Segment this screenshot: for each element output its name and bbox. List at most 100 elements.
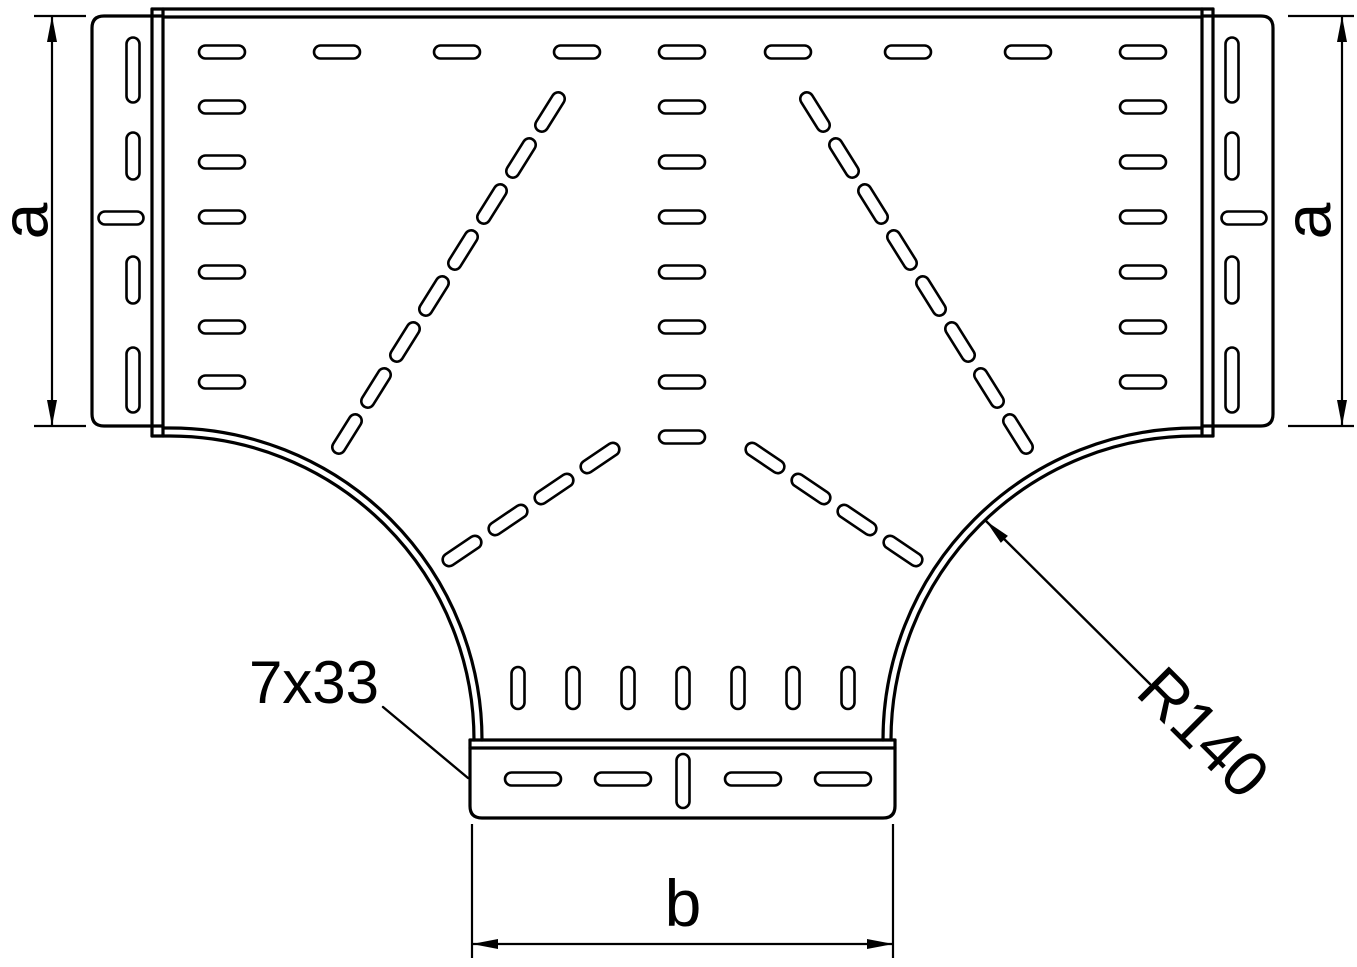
- right-end-flange: [1200, 14, 1275, 428]
- left-end-flange: [90, 14, 165, 428]
- perforation-slot: [798, 91, 832, 133]
- perforation-slot: [446, 229, 480, 271]
- perforation-slot: [840, 665, 856, 711]
- perforation-slot: [197, 44, 247, 60]
- perforation-slot: [125, 36, 141, 104]
- callout-slot-spec: 7x33: [249, 649, 470, 780]
- perforation-slot: [125, 346, 141, 414]
- perforation-slot: [763, 44, 813, 60]
- perforation-slot: [552, 44, 602, 60]
- perforation-slot: [487, 503, 529, 537]
- perforation-slot: [790, 472, 832, 506]
- perforation-slot: [675, 752, 691, 810]
- perforation-slot: [972, 367, 1006, 409]
- dim-label-b: b: [665, 866, 702, 940]
- perforation-slot: [1118, 209, 1168, 225]
- arrowhead-down: [1337, 400, 1347, 426]
- perforation-slot: [836, 503, 878, 537]
- perforation-slot: [914, 275, 948, 317]
- perforation-slot: [943, 321, 977, 363]
- arrowhead-radius: [986, 521, 1008, 543]
- leader-line: [381, 705, 470, 780]
- perforation-slot: [657, 319, 707, 335]
- arrowhead-left: [472, 939, 498, 949]
- perforation-slot: [1001, 413, 1035, 455]
- perforation-slot: [856, 183, 890, 225]
- perforation-slot: [723, 771, 783, 787]
- perforation-slot: [579, 441, 621, 475]
- perforation-slot: [441, 534, 483, 568]
- perforation-slot: [1118, 154, 1168, 170]
- callout-radius: R140: [984, 519, 1283, 812]
- perforation-slot: [883, 44, 933, 60]
- perforation-slot: [565, 665, 581, 711]
- perforation-slot: [1224, 255, 1240, 305]
- perforation-slot: [1003, 44, 1053, 60]
- perforation-slot: [197, 374, 247, 390]
- perforation-slot: [312, 44, 362, 60]
- right-curve-outer: [889, 434, 1215, 742]
- perforation-slot: [882, 534, 924, 568]
- perforation-slot: [1118, 319, 1168, 335]
- perforation-slot: [730, 665, 746, 711]
- dim-label-a-left: a: [0, 202, 61, 239]
- left-curve-inner: [161, 426, 484, 742]
- perforation-slot: [197, 209, 247, 225]
- perforation-slot: [510, 665, 526, 711]
- perforation-slot: [657, 154, 707, 170]
- dimension-left-a: a: [0, 14, 86, 428]
- leader-line: [984, 519, 1152, 686]
- perforation-slot: [827, 137, 861, 179]
- perforation-slot: [785, 665, 801, 711]
- perforation-slot: [330, 413, 364, 455]
- tray-outline: [90, 7, 1275, 820]
- perforation-slot: [475, 183, 509, 225]
- dim-label-a-right: a: [1270, 202, 1344, 239]
- perforation-slot: [885, 229, 919, 271]
- perforation-slot: [1118, 374, 1168, 390]
- arrowhead-right: [867, 939, 893, 949]
- perforation-slot: [359, 367, 393, 409]
- perforation-slot: [504, 137, 538, 179]
- right-curve-inner: [881, 426, 1204, 742]
- perforation-pattern: [97, 36, 1268, 810]
- slot-spec-label: 7x33: [249, 649, 379, 716]
- perforation-slot: [503, 771, 563, 787]
- perforation-slot: [197, 264, 247, 280]
- perforation-slot: [657, 429, 707, 445]
- perforation-slot: [533, 91, 567, 133]
- perforation-slot: [1224, 131, 1240, 181]
- perforation-slot: [1118, 44, 1168, 60]
- perforation-slot: [744, 441, 786, 475]
- perforation-slot: [1118, 99, 1168, 115]
- perforation-slot: [657, 99, 707, 115]
- arrowhead-down: [47, 400, 57, 426]
- perforation-slot: [388, 321, 422, 363]
- left-curve-outer: [150, 434, 476, 742]
- perforation-slot: [1220, 210, 1268, 226]
- perforation-slot: [657, 209, 707, 225]
- perforation-slot: [657, 374, 707, 390]
- perforation-slot: [97, 210, 145, 226]
- perforation-slot: [197, 154, 247, 170]
- perforation-slot: [675, 665, 691, 711]
- perforation-slot: [125, 131, 141, 181]
- perforation-slot: [1224, 346, 1240, 414]
- perforation-slot: [417, 275, 451, 317]
- perforation-slot: [1118, 264, 1168, 280]
- arrowhead-up: [1337, 16, 1347, 42]
- perforation-slot: [432, 44, 482, 60]
- arrowhead-up: [47, 16, 57, 42]
- perforation-slot: [813, 771, 873, 787]
- perforation-slot: [197, 319, 247, 335]
- perforation-slot: [125, 255, 141, 305]
- perforation-slot: [197, 99, 247, 115]
- perforation-slot: [657, 44, 707, 60]
- perforation-slot: [1224, 36, 1240, 104]
- perforation-slot: [593, 771, 653, 787]
- branch-end-flange: [468, 738, 897, 820]
- dimension-bottom-b: b: [470, 824, 895, 958]
- perforation-slot: [620, 665, 636, 711]
